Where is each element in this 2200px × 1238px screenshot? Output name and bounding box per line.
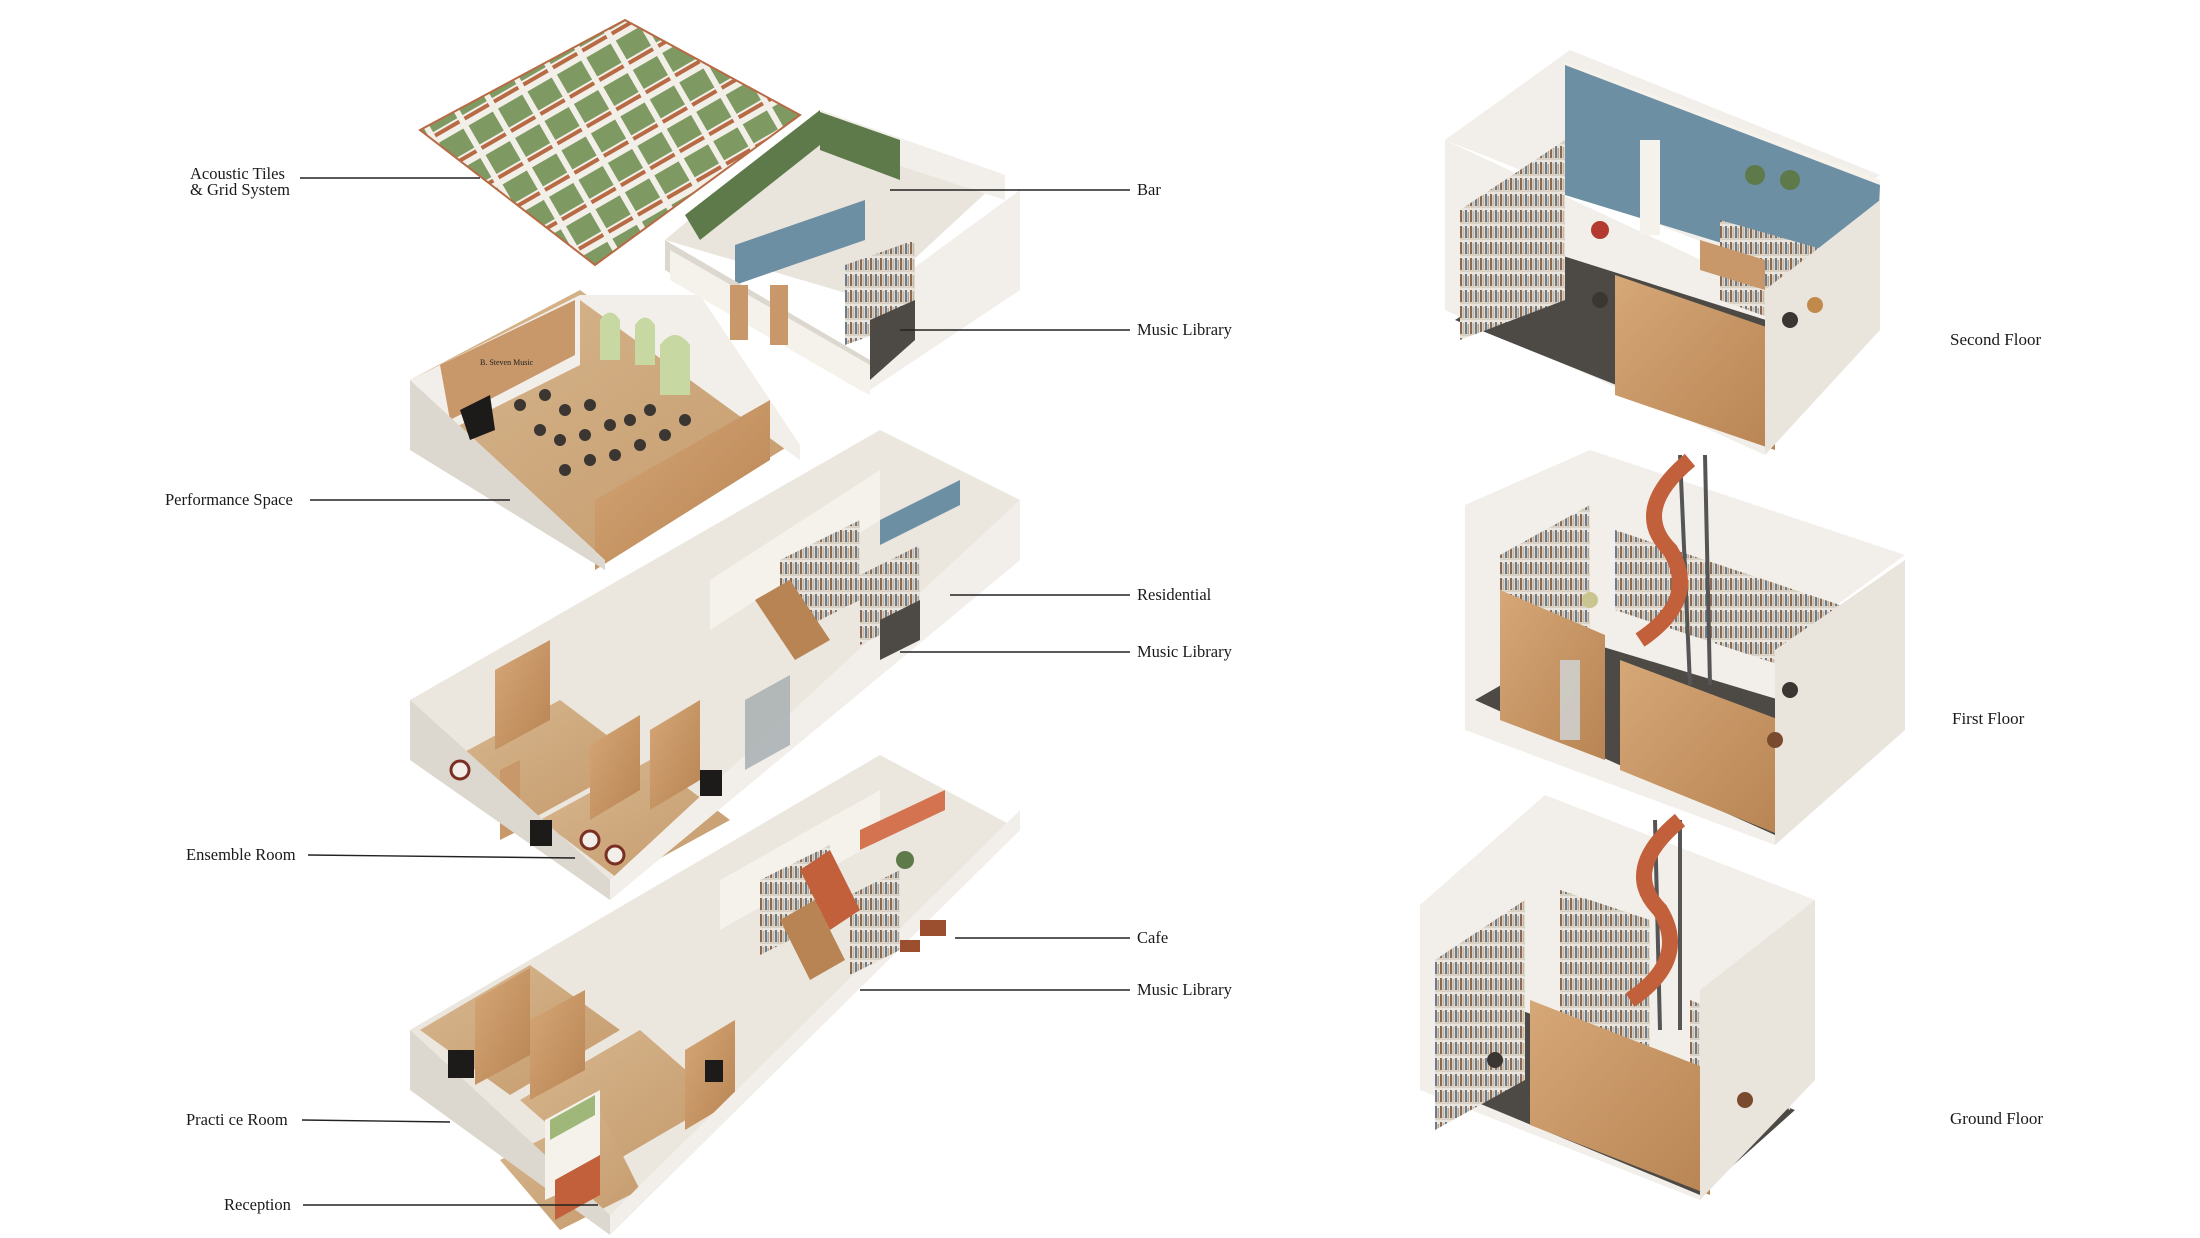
label-second-floor: Second Floor (1950, 330, 2042, 349)
leader-ensemble (307, 854, 576, 859)
label-cafe: Cafe (1137, 928, 1169, 947)
first-floor-cutaway (1465, 450, 1905, 845)
label-bar: Bar (1137, 180, 1161, 199)
label-first-floor: First Floor (1952, 709, 2025, 728)
label-ensemble-room: Ensemble Room (186, 845, 296, 864)
label-ground-floor: Ground Floor (1950, 1109, 2044, 1128)
label-residential: Residential (1137, 585, 1212, 604)
label-practice-room: Practi ce Room (186, 1110, 288, 1129)
ground-floor-cutaway (1420, 795, 1815, 1200)
ground-floor-block (410, 755, 1020, 1235)
label-music-library-2: Music Library (1137, 642, 1232, 661)
label-acoustic-line-1: Acoustic Tiles (190, 164, 285, 183)
top-floor-block (665, 110, 1020, 395)
label-acoustic-tiles: Acoustic Tiles & Grid System (190, 164, 290, 199)
label-music-library-3: Music Library (1137, 320, 1232, 339)
label-acoustic-line-2: & Grid System (190, 180, 290, 199)
leader-lines (300, 177, 1130, 1206)
performance-sign: B. Steven Music (480, 358, 534, 367)
first-floor-block (410, 430, 1020, 900)
label-performance-space: Performance Space (165, 490, 293, 509)
label-music-library-1: Music Library (1137, 980, 1232, 999)
label-reception: Reception (224, 1195, 291, 1214)
leader-practice (301, 1119, 451, 1123)
acoustic-tiles-grid (418, 18, 802, 267)
second-floor-cutaway (1445, 50, 1880, 455)
performance-floor-block: B. Steven Music (410, 290, 800, 570)
